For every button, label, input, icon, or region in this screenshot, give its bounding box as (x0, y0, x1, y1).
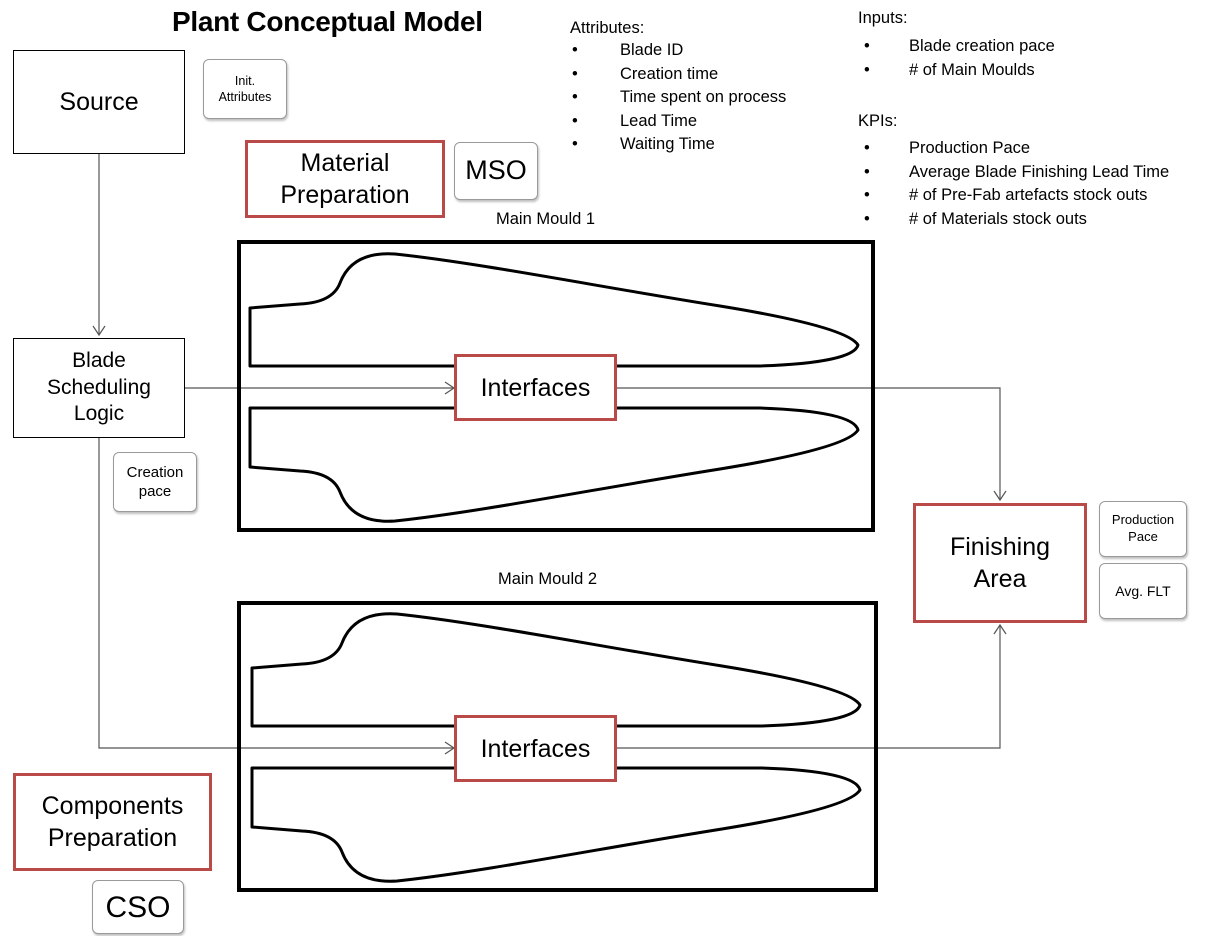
arrow-interfaces-2-to-finishing (617, 623, 1007, 749)
finishing-area-block[interactable]: Finishing Area (913, 503, 1087, 623)
creation-pace-line1: Creation (126, 463, 184, 481)
main-mould-2-label: Main Mould 2 (498, 570, 598, 588)
inputs-list: Blade creation pace # of Main Moulds (858, 35, 1055, 82)
input-item: # of Main Moulds (858, 59, 1055, 83)
kpi-item: # of Pre-Fab artefacts stock outs (858, 184, 1169, 208)
material-preparation-line1: Material (300, 149, 390, 177)
init-attributes-note: Init. Attributes (203, 59, 287, 119)
blade-lower-1 (248, 406, 860, 523)
components-preparation-block[interactable]: Components Preparation (13, 773, 212, 871)
interfaces-2-block[interactable]: Interfaces (454, 715, 617, 782)
material-preparation-line2: Preparation (280, 181, 410, 209)
page-title: Plant Conceptual Model (172, 6, 483, 37)
init-attributes-line2: Attributes (218, 90, 272, 104)
scheduling-line1: Blade (72, 349, 126, 373)
main-mould-2 (237, 601, 878, 892)
arrow-scheduling-to-interfaces-2 (98, 438, 456, 755)
avg-flt-note: Avg. FLT (1099, 563, 1187, 619)
main-mould-1 (237, 240, 875, 532)
attribute-item: Blade ID (570, 39, 786, 63)
cso-note: CSO (92, 880, 184, 934)
input-item: Blade creation pace (858, 35, 1055, 59)
attribute-item: Waiting Time (570, 133, 786, 157)
finishing-area-line1: Finishing (949, 533, 1051, 561)
kpis-list: Production Pace Average Blade Finishing … (858, 137, 1169, 231)
source-label: Source (59, 88, 139, 116)
blade-upper-2 (250, 612, 862, 728)
attributes-heading: Attributes: (570, 19, 645, 37)
attribute-item: Creation time (570, 63, 786, 87)
components-preparation-line2: Preparation (47, 824, 178, 852)
components-preparation-line1: Components (41, 792, 184, 820)
avg-flt-label: Avg. FLT (1115, 582, 1171, 599)
arrow-interfaces-1-to-finishing (617, 387, 1007, 502)
kpi-item: Production Pace (858, 137, 1169, 161)
production-pace-line1: Production (1111, 512, 1175, 528)
scheduling-line2: Scheduling (47, 375, 151, 399)
production-pace-note: Production Pace (1099, 501, 1187, 557)
production-pace-line2: Pace (1128, 529, 1158, 544)
main-mould-1-label: Main Mould 1 (496, 210, 596, 228)
mso-label: MSO (465, 155, 527, 186)
creation-pace-line2: pace (138, 483, 172, 500)
scheduling-line3: Logic (73, 402, 125, 426)
finishing-area-line2: Area (973, 565, 1027, 593)
attribute-item: Time spent on process (570, 86, 786, 110)
blade-lower-2 (250, 766, 862, 883)
interfaces-2-label: Interfaces (480, 734, 591, 763)
kpi-item: # of Materials stock outs (858, 208, 1169, 232)
init-attributes-line1: Init. (234, 73, 256, 88)
attributes-list: Blade ID Creation time Time spent on pro… (570, 39, 786, 157)
attribute-item: Lead Time (570, 110, 786, 134)
material-preparation-block[interactable]: Material Preparation (245, 140, 445, 218)
interfaces-1-block[interactable]: Interfaces (454, 354, 617, 421)
interfaces-1-label: Interfaces (480, 373, 591, 402)
blade-scheduling-logic-block[interactable]: Blade Scheduling Logic (13, 338, 185, 438)
inputs-heading: Inputs: (858, 9, 908, 27)
source-block[interactable]: Source (13, 50, 185, 154)
kpi-item: Average Blade Finishing Lead Time (858, 161, 1169, 185)
mso-note: MSO (454, 142, 538, 200)
creation-pace-note: Creation pace (113, 452, 197, 512)
blade-upper-1 (248, 252, 860, 368)
cso-label: CSO (105, 890, 171, 924)
kpis-heading: KPIs: (858, 112, 898, 130)
